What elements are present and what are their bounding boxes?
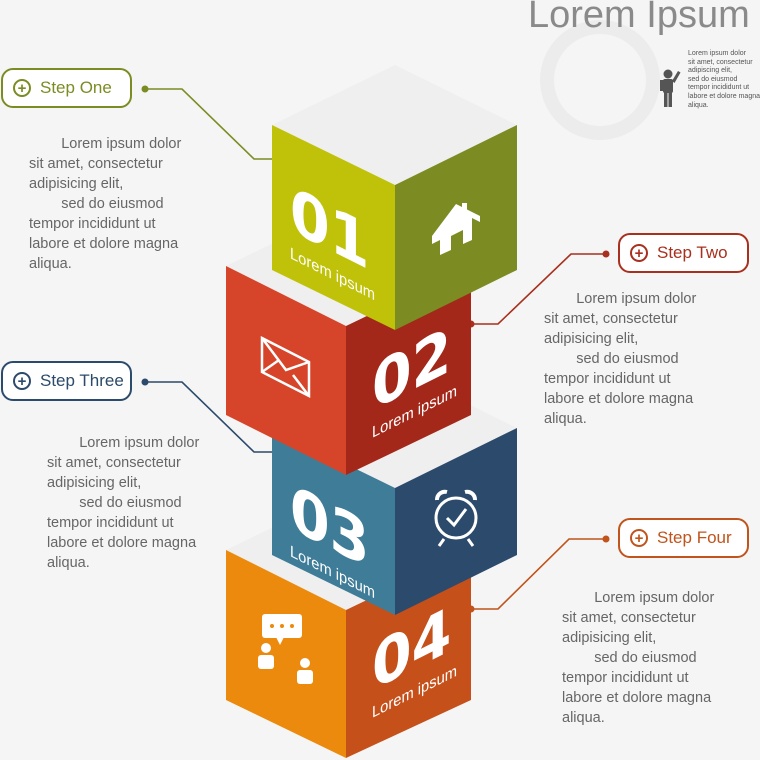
chat-users-icon [258,614,313,684]
step-two-label: Step Two [657,243,728,262]
alarm-clock-icon [434,489,478,547]
envelope-icon [260,335,311,399]
plus-circle-icon: + [630,529,648,547]
header-note: Lorem ipsum dolor sit amet, consectetur … [688,50,760,109]
step-one-description: Lorem ipsum dolor sit amet, consectetur … [29,136,182,272]
step-three-label: Step Three [40,371,124,390]
connector-step-four [471,538,606,610]
step-two-description: Lorem ipsum dolor sit amet, consectetur … [544,291,697,427]
step-four-label: Step Four [657,528,732,547]
home-icon [432,203,480,255]
step-one-badge[interactable]: + Step One [1,68,132,108]
plus-circle-icon: + [630,244,648,262]
step-four-description: Lorem ipsum dolor sit amet, consectetur … [562,590,715,726]
connector-step-two [471,253,606,325]
step-one-label: Step One [40,78,112,97]
step-two-badge[interactable]: + Step Two [618,233,749,273]
plus-circle-icon: + [13,79,31,97]
step-four-badge[interactable]: + Step Four [618,518,749,558]
step-three-description: Lorem ipsum dolor sit amet, consectetur … [47,435,200,571]
page-title: Lorem Ipsum [528,0,750,36]
cube-01: 01 Lorem ipsum [272,65,517,330]
plus-circle-icon: + [13,372,31,390]
step-three-badge[interactable]: + Step Three [1,361,132,401]
person-icon [660,69,681,107]
